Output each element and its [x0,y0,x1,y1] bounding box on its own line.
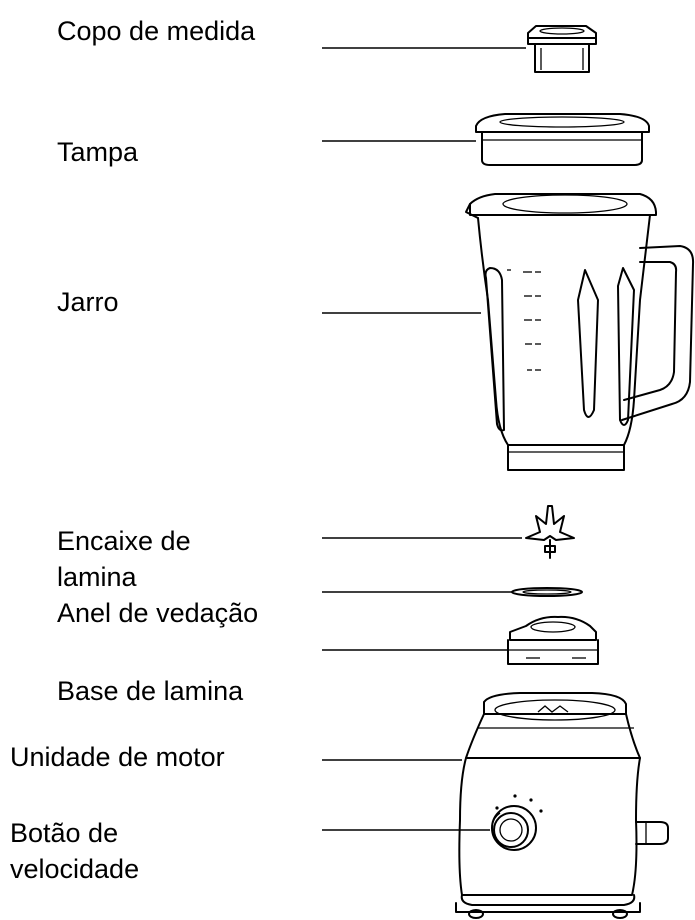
label-blade-base: Base de lamina [57,676,244,706]
label-measuring-cup: Copo de medida [57,16,256,46]
label-speed-knob-line1: Botão de [10,818,119,848]
blade-drawing [525,505,575,559]
blade-base-drawing [507,615,599,665]
measuring-cup-drawing [527,25,597,73]
label-lid: Tampa [57,137,139,167]
label-blade-unit-line2: lamina [57,562,137,592]
label-seal-ring: Anel de vedação [57,598,259,628]
motor-unit-drawing [455,692,669,919]
jar-scale-marks [507,269,541,371]
label-motor-unit: Unidade de motor [10,742,225,772]
seal-ring-drawing [511,587,583,597]
label-speed-knob-line2: velocidade [10,854,140,884]
label-blade-unit-line1: Encaixe de [57,526,191,556]
label-jar: Jarro [57,287,119,317]
lid-drawing [475,113,650,166]
jar-drawing [465,193,695,471]
speed-knob-drawing [491,794,543,851]
